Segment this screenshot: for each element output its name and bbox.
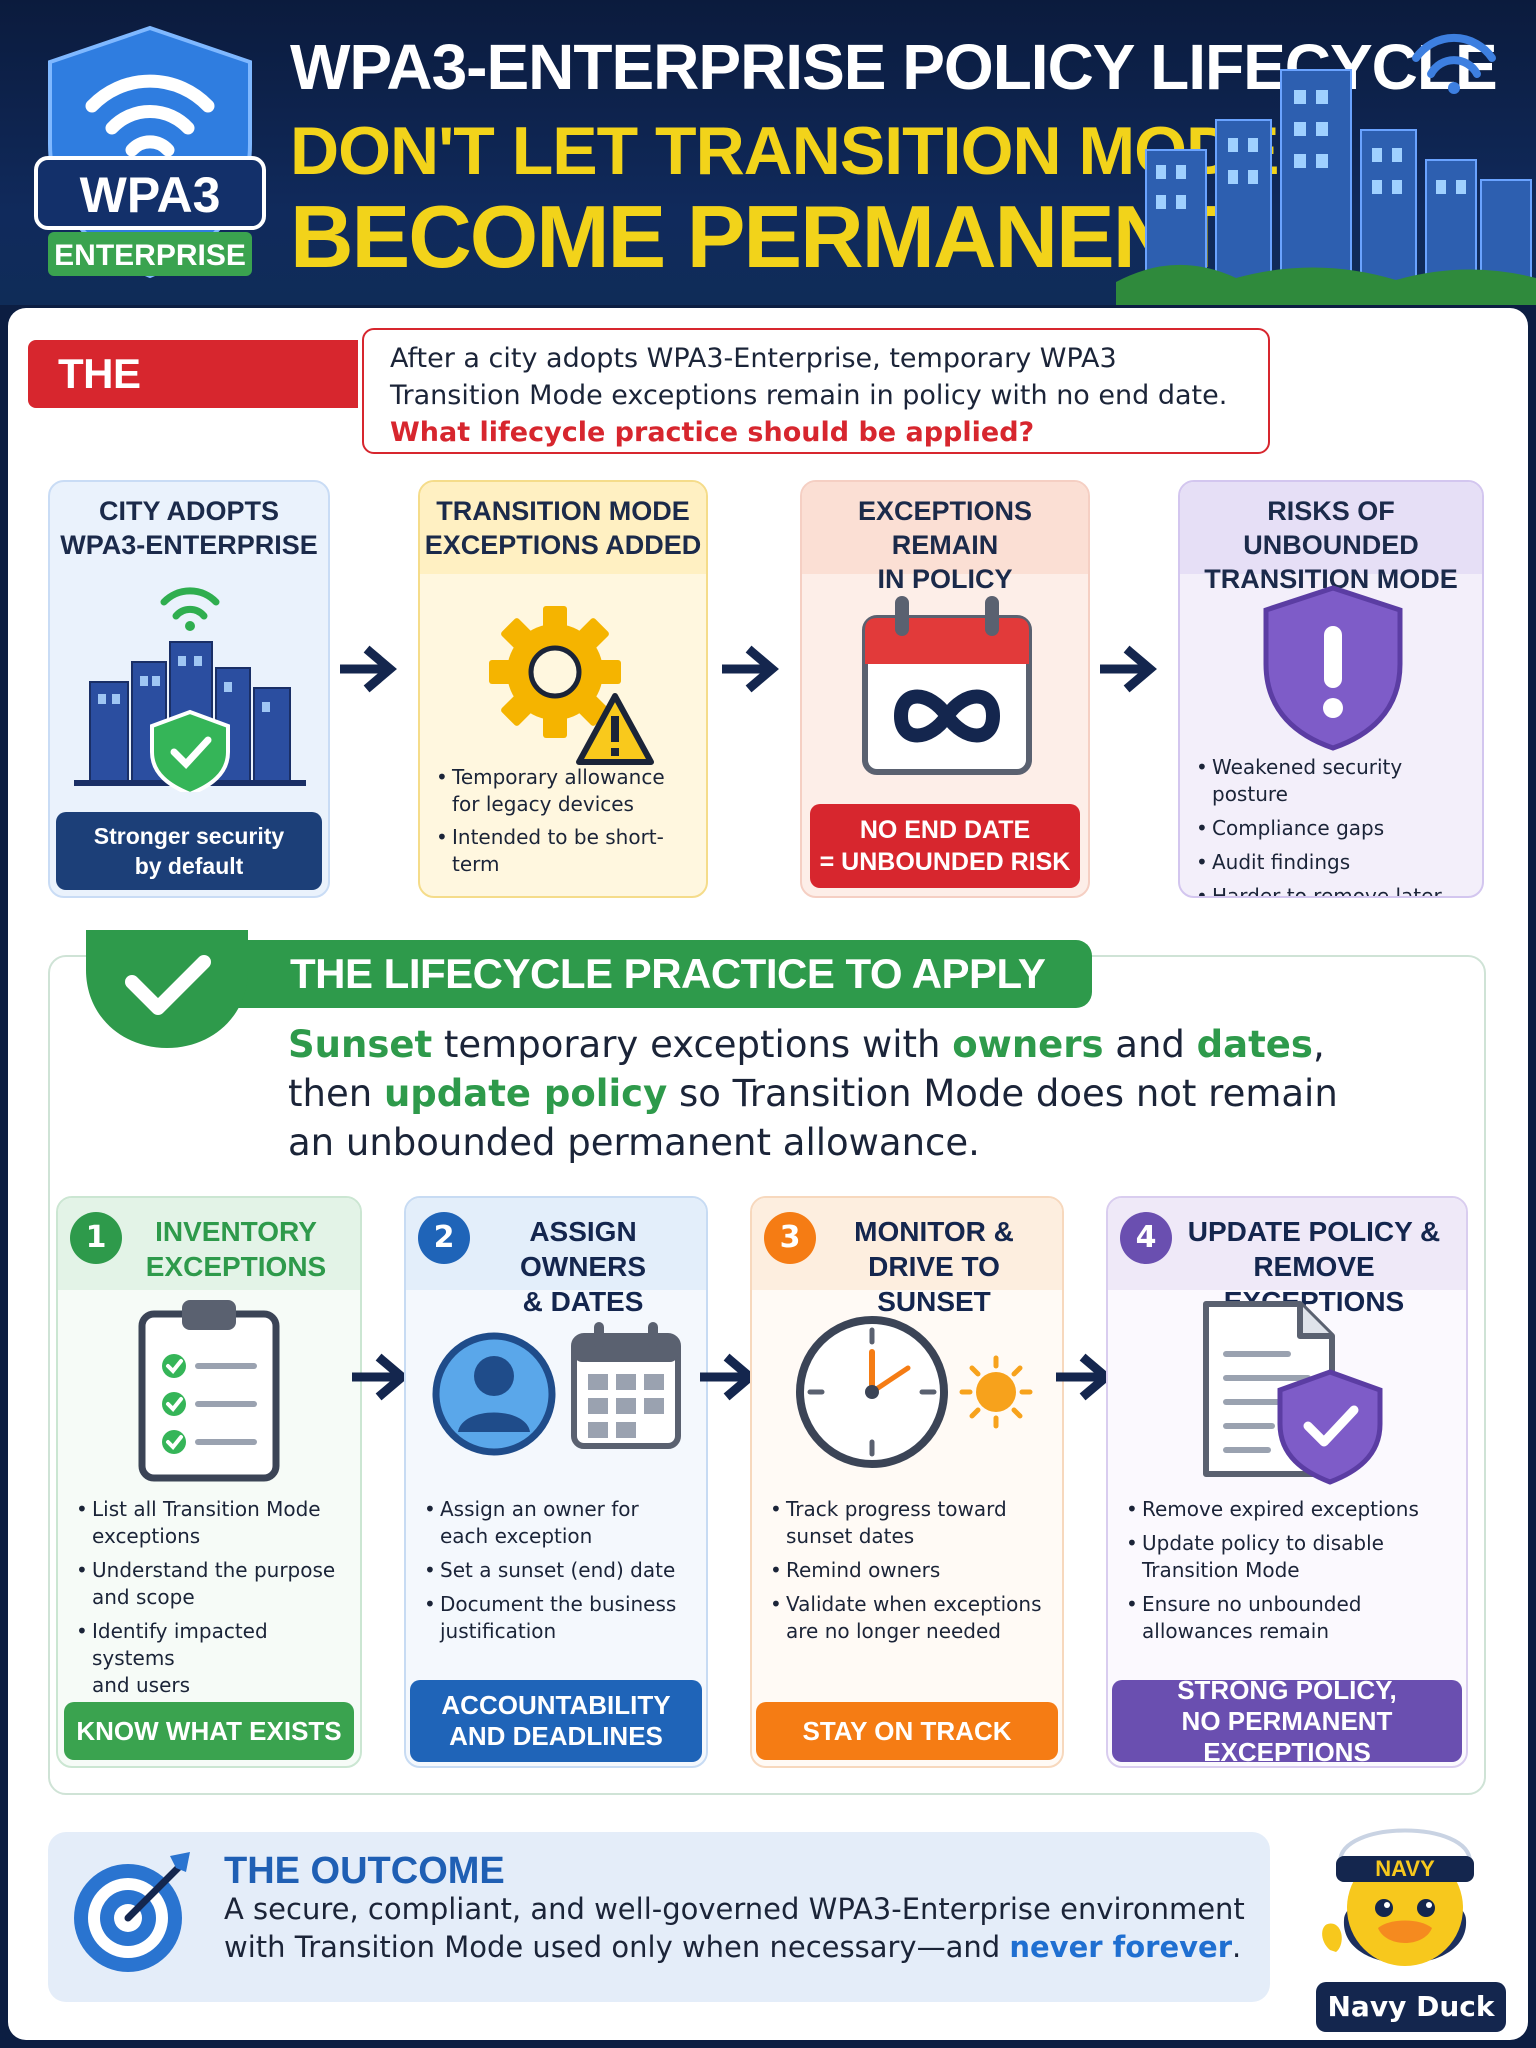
outcome-emphasis: never forever bbox=[1009, 1930, 1233, 1964]
step-card-update-policy: 4 UPDATE POLICY & REMOVE EXCEPTIONS Remo… bbox=[1106, 1196, 1468, 1768]
flow-card-footer: NO END DATE = UNBOUNDED RISK bbox=[810, 804, 1080, 888]
step-number-badge: 2 bbox=[418, 1212, 470, 1264]
arrow-right-icon bbox=[340, 645, 397, 693]
bullet-item: Audit findings bbox=[1196, 849, 1474, 876]
step-number-badge: 4 bbox=[1120, 1212, 1172, 1264]
bullet-item: List all Transition Mode exceptions bbox=[76, 1496, 352, 1550]
step-bullets: Assign an owner for each exception Set a… bbox=[424, 1496, 698, 1652]
lifecycle-text-part: , then bbox=[288, 1023, 1325, 1115]
arrow-right-icon bbox=[722, 645, 779, 693]
outcome-title: THE OUTCOME bbox=[224, 1850, 505, 1892]
bullet-item: Update policy to disable Transition Mode bbox=[1126, 1530, 1458, 1584]
lifecycle-text-part: temporary exceptions with bbox=[432, 1023, 953, 1066]
city-shield-icon bbox=[74, 587, 306, 792]
navy-duck-mascot: NAVY bbox=[1322, 1828, 1474, 1966]
bullet-item: Remind owners bbox=[770, 1557, 1054, 1584]
flow-card-bullets: Weakened security posture Compliance gap… bbox=[1196, 754, 1474, 896]
clipboard-checklist-icon bbox=[138, 1300, 280, 1482]
lifecycle-text-part: so Transition Mode does not remain an un… bbox=[288, 1072, 1338, 1164]
flow-card-exceptions-added: TRANSITION MODE EXCEPTIONS ADDED Tempora… bbox=[418, 480, 708, 898]
flow-card-title: EXCEPTIONS REMAIN IN POLICY bbox=[857, 496, 1033, 594]
step-footer: STRONG POLICY, NO PERMANENT EXCEPTIONS bbox=[1112, 1675, 1462, 1766]
bullet-item: Harder to remove later bbox=[1196, 883, 1474, 896]
lifecycle-term-update-policy: update policy bbox=[383, 1072, 668, 1115]
step-card-inventory: 1 INVENTORY EXCEPTIONS List all Transiti… bbox=[56, 1196, 362, 1768]
mascot-label: Navy Duck bbox=[1316, 1982, 1506, 2032]
page-subtitle-line1: DON'T LET TRANSITION MODE bbox=[290, 113, 1279, 189]
step-bullets: Track progress toward sunset dates Remin… bbox=[770, 1496, 1054, 1652]
step-title: INVENTORY EXCEPTIONS bbox=[145, 1216, 327, 1282]
bullet-item: Weakened security posture bbox=[1196, 754, 1474, 808]
arrow-right-icon bbox=[1100, 645, 1157, 693]
flow-card-exceptions-remain: EXCEPTIONS REMAIN IN POLICY NO END DATE … bbox=[800, 480, 1090, 898]
bullet-item: Temporary allowance for legacy devices bbox=[436, 764, 698, 818]
step-footer: STAY ON TRACK bbox=[756, 1702, 1058, 1760]
logo-main-text: WPA3 bbox=[80, 167, 221, 223]
calendar-infinity-icon bbox=[862, 596, 1032, 775]
wpa3-enterprise-logo: WPA3 ENTERPRISE bbox=[34, 25, 266, 279]
bullet-item: Document the business justification bbox=[424, 1591, 698, 1645]
city-skyline-illustration bbox=[1116, 33, 1536, 305]
bullet-item: Intended to be short-term bbox=[436, 824, 698, 878]
outcome-text-end: . bbox=[1232, 1930, 1242, 1964]
step-title: ASSIGN OWNERS & DATES bbox=[520, 1216, 646, 1317]
bullet-item: Compliance gaps bbox=[1196, 815, 1474, 842]
step-footer: KNOW WHAT EXISTS bbox=[64, 1702, 354, 1760]
bullet-item: Remove expired exceptions bbox=[1126, 1496, 1458, 1523]
logo-sub-text: ENTERPRISE bbox=[54, 239, 246, 272]
gear-warning-icon bbox=[489, 606, 654, 765]
outcome-text: A secure, compliant, and well-governed W… bbox=[224, 1890, 1264, 1966]
step-bullets: Remove expired exceptions Update policy … bbox=[1126, 1496, 1458, 1652]
owner-calendar-icon bbox=[432, 1322, 681, 1456]
check-badge-icon bbox=[86, 930, 248, 1048]
lifecycle-statement: Sunset temporary exceptions with owners … bbox=[288, 1020, 1388, 1167]
lifecycle-text-part: and bbox=[1103, 1023, 1197, 1066]
flow-card-title: CITY ADOPTS WPA3-ENTERPRISE bbox=[60, 496, 318, 560]
step-card-assign-owners: 2 ASSIGN OWNERS & DATES Assign an owner … bbox=[404, 1196, 708, 1768]
situation-box: After a city adopts WPA3-Enterprise, tem… bbox=[362, 328, 1270, 454]
step-card-monitor: 3 MONITOR & DRIVE TO SUNSET Track progre… bbox=[750, 1196, 1064, 1768]
outcome-box bbox=[48, 1832, 1270, 2002]
flow-card-title: RISKS OF UNBOUNDED TRANSITION MODE bbox=[1204, 496, 1458, 594]
flow-card-title: TRANSITION MODE EXCEPTIONS ADDED bbox=[424, 496, 702, 560]
flow-card-bullets: Temporary allowance for legacy devices I… bbox=[436, 764, 698, 878]
step-number-badge: 3 bbox=[764, 1212, 816, 1264]
mascot-cap-text: NAVY bbox=[1375, 1856, 1435, 1881]
page-subtitle-line2: BECOME PERMANENT bbox=[290, 187, 1228, 286]
bullet-item: Set a sunset (end) date bbox=[424, 1557, 698, 1584]
situation-question: What lifecycle practice should be applie… bbox=[390, 417, 1035, 448]
situation-label: THE SITUATION bbox=[28, 340, 358, 465]
clock-sun-icon bbox=[796, 1316, 1033, 1468]
step-footer: ACCOUNTABILITY AND DEADLINES bbox=[410, 1680, 702, 1762]
step-title: MONITOR & DRIVE TO SUNSET bbox=[854, 1216, 1014, 1317]
header-banner: WPA3 ENTERPRISE WPA3-ENTERPRISE POLICY L… bbox=[0, 0, 1536, 305]
outcome-text-part: A secure, compliant, and well-governed W… bbox=[224, 1892, 1245, 1964]
situation-text: After a city adopts WPA3-Enterprise, tem… bbox=[390, 343, 1228, 411]
flow-card-city-adopts: CITY ADOPTS WPA3-ENTERPRISE Stronger sec… bbox=[48, 480, 330, 898]
target-arrow-icon bbox=[74, 1852, 190, 1972]
bullet-item: Assign an owner for each exception bbox=[424, 1496, 698, 1550]
bullet-item: Ensure no unbounded allowances remain bbox=[1126, 1591, 1458, 1645]
document-shield-icon bbox=[1203, 1301, 1383, 1485]
bullet-item: Identify impacted systems and users bbox=[76, 1618, 352, 1699]
step-bullets: List all Transition Mode exceptions Unde… bbox=[76, 1496, 352, 1706]
flow-card-footer: Stronger security by default bbox=[56, 812, 322, 890]
bullet-item: Track progress toward sunset dates bbox=[770, 1496, 1054, 1550]
step-number-badge: 1 bbox=[70, 1212, 122, 1264]
lifecycle-term-owners: owners bbox=[952, 1023, 1104, 1066]
arrow-right-icon bbox=[352, 1353, 409, 1401]
bullet-item: Validate when exceptions are no longer n… bbox=[770, 1591, 1054, 1645]
lifecycle-term-dates: dates bbox=[1196, 1023, 1313, 1066]
flow-card-risks: RISKS OF UNBOUNDED TRANSITION MODE Weake… bbox=[1178, 480, 1484, 898]
bullet-item: Understand the purpose and scope bbox=[76, 1557, 352, 1611]
lifecycle-banner: THE LIFECYCLE PRACTICE TO APPLY bbox=[230, 940, 1092, 1008]
shield-alert-icon bbox=[1263, 585, 1403, 751]
lifecycle-term-sunset: Sunset bbox=[288, 1023, 433, 1066]
